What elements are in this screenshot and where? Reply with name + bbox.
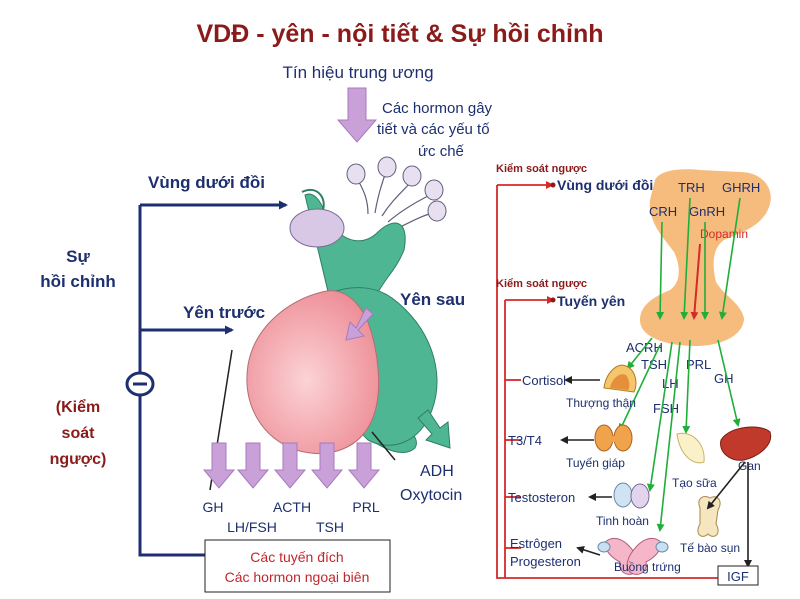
control1-label: Kiểm soát ngược: [496, 163, 587, 175]
t3t4-label: T3/T4: [508, 433, 542, 448]
target-box-line1: Các tuyến đích: [250, 549, 343, 565]
feedback-label-line2: hồi chỉnh: [40, 272, 116, 291]
prl-label: PRL: [352, 499, 379, 515]
central-signal-label: Tín hiệu trung ương: [282, 63, 433, 82]
testosterone-label: Testosteron: [508, 490, 575, 505]
left-panel: Tín hiệu trung ương Các hormon gây tiết …: [40, 63, 493, 593]
neuron-bulbs: [346, 156, 447, 233]
oxytocin-label: Oxytocin: [400, 487, 462, 504]
hormone-note-line1: Các hormon gây: [382, 100, 493, 117]
acth-label: ACTH: [273, 499, 311, 515]
testis-label: Tinh hoàn: [596, 514, 649, 528]
right-hypothalamus-label: Vùng dưới đồi: [557, 177, 653, 193]
gh-arrow: [202, 442, 236, 489]
trh-label: TRH: [678, 180, 705, 195]
breast-icon: [676, 432, 705, 464]
acth-arrow: [273, 442, 307, 489]
central-signal-arrow: [336, 87, 378, 143]
igf-box: [717, 565, 759, 586]
right-panel: Kiểm soát ngược Vùng dưới đồi Kiểm soát …: [496, 163, 772, 586]
cortisol-label: Cortisol: [522, 373, 566, 388]
ovary-label: Buồng trứng: [614, 560, 681, 574]
progesterone-label: Progesteron: [510, 554, 581, 569]
target-box: [204, 539, 391, 593]
right-pituitary-label: Tuyến yên: [557, 293, 625, 309]
dopamine-label: Dopamin: [700, 227, 748, 241]
page-title: VDĐ - yên - nội tiết & Sự hồi chỉnh: [197, 20, 604, 48]
gh-label: GH: [203, 499, 224, 515]
fsh-label: FSH: [653, 401, 679, 416]
gh-right-label: GH: [714, 371, 734, 386]
tsh-label: TSH: [316, 519, 344, 535]
estrogen-label: Estrôgen: [510, 536, 562, 551]
hormone-note-line2: tiết và các yếu tố: [377, 121, 490, 138]
anterior-label: Yên trước: [183, 303, 265, 322]
anterior-hormone-arrows: [202, 442, 381, 489]
pituitary-gland: [209, 189, 438, 491]
prl-arrow: [347, 442, 381, 489]
ghrh-label: GHRH: [722, 180, 760, 195]
neg-feedback-line2: soát: [62, 425, 96, 442]
lhfsh-arrow: [236, 442, 270, 489]
liver-icon: [720, 426, 772, 461]
lhfsh-label: LH/FSH: [227, 519, 277, 535]
igf-label: IGF: [727, 569, 749, 584]
tsh-arrow: [310, 442, 344, 489]
adh-label: ADH: [420, 463, 454, 480]
thyroid-icon: [594, 424, 633, 452]
hormone-note-line3: ức chế: [418, 143, 465, 160]
gnrh-label: GnRH: [689, 204, 725, 219]
adrenal-icon: [603, 364, 637, 393]
neg-feedback-line3: ngược): [50, 451, 107, 468]
neg-feedback-line1: (Kiểm: [56, 398, 100, 416]
cartilage-icon: [697, 495, 721, 537]
feedback-label-line1: Sự: [66, 247, 90, 266]
cartilage-label: Tế bào sụn: [680, 541, 740, 555]
lactation-label: Tạo sữa: [672, 476, 717, 490]
crh-label: CRH: [649, 204, 677, 219]
feedback-rail-outer: [496, 185, 720, 579]
testis-icon: [613, 482, 650, 509]
target-box-line2: Các hormon ngoại biên: [225, 569, 370, 585]
posterior-label: Yên sau: [400, 290, 465, 309]
dopamine-arrow: [690, 243, 701, 320]
adh-arrow: [417, 409, 451, 449]
ovary-icon: [597, 537, 669, 575]
control2-label: Kiểm soát ngược: [496, 278, 587, 290]
tsh-right-label: TSH: [641, 357, 667, 372]
thyroid-label: Tuyến giáp: [566, 456, 625, 470]
anterior-lobe: [246, 290, 380, 454]
prl-right-label: PRL: [686, 357, 711, 372]
feedback-bracket: [138, 200, 288, 557]
hypothalamus-label: Vùng dưới đồi: [148, 173, 265, 192]
hypothalamic-nucleus: [289, 208, 345, 248]
portal-arrow: [345, 307, 374, 341]
adrenal-label: Thượng thận: [566, 396, 636, 410]
